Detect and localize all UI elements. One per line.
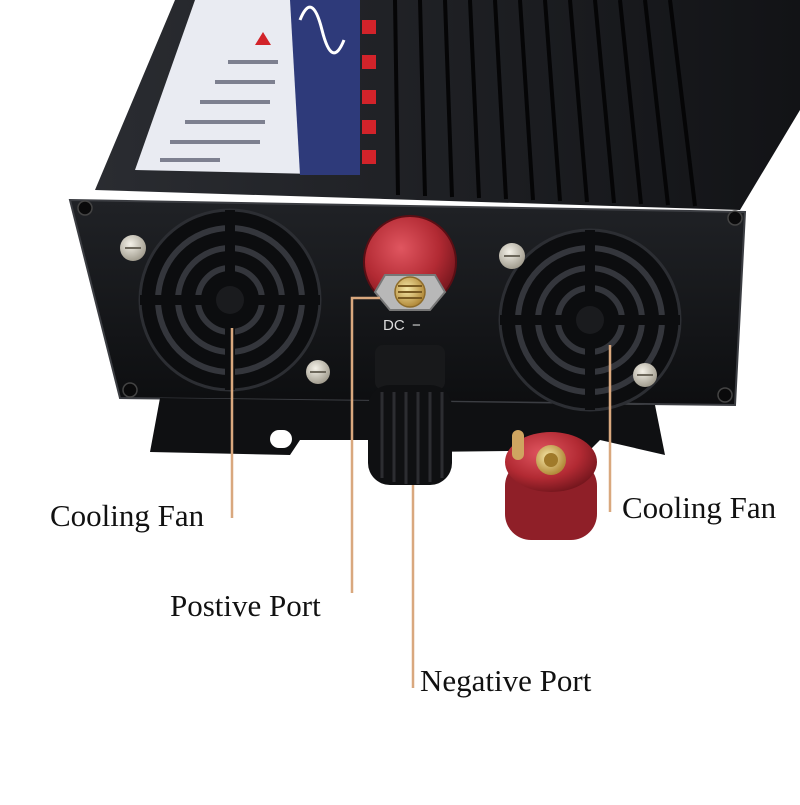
negative-port-label: Negative Port	[420, 663, 592, 698]
positive-port-label: Postive Port	[170, 588, 321, 623]
negative-terminal	[368, 345, 452, 485]
leader-line-positive	[350, 296, 380, 593]
right-cooling-fan	[498, 228, 682, 412]
dc-marking: DC	[383, 317, 405, 334]
left-cooling-fan	[120, 208, 330, 392]
cooling-fan-left-label: Cooling Fan	[50, 498, 205, 533]
loose-terminal-cap	[505, 430, 597, 540]
leader-lines	[230, 296, 612, 688]
positive-terminal	[363, 215, 457, 311]
warning-label	[135, 0, 376, 175]
corner-screws	[77, 200, 743, 403]
cooling-fan-right-label: Cooling Fan	[622, 490, 777, 525]
minus-marking: −	[412, 317, 421, 334]
